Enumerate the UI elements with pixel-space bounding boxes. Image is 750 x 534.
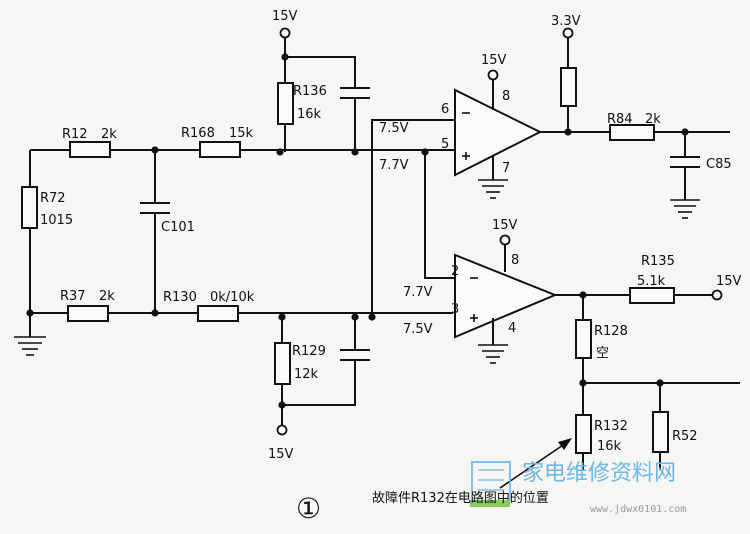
resistor-r12 — [69, 141, 111, 158]
supply-terminal — [711, 289, 723, 301]
wire-to-amp2-minus — [424, 150, 455, 279]
label-r136-value: 16k — [297, 107, 322, 122]
watermark-url: www.jdwx0101.com — [590, 504, 686, 515]
label-r37-value: 2k — [99, 289, 115, 304]
resistor-r136 — [277, 82, 294, 125]
label-r37-name: R37 — [60, 289, 86, 304]
wire-to-amp1-minus — [371, 119, 455, 317]
label-r168-name: R168 — [181, 126, 215, 141]
label-r168-value: 15k — [229, 126, 254, 141]
junction-dot — [276, 148, 284, 156]
label-r132-value: 16k — [597, 439, 622, 454]
left-rail — [29, 149, 70, 314]
annotation-text: 故障件R132在电路图中的位置 — [372, 490, 549, 506]
label-c101: C101 — [161, 220, 195, 235]
arrowhead — [558, 438, 572, 450]
ground-symbol-left — [14, 313, 46, 356]
label-r129-name: R129 — [292, 344, 326, 359]
junction-dot — [421, 148, 429, 156]
label-r84-value: 2k — [645, 112, 661, 127]
label-amp1-pin-vcc: 8 — [502, 89, 510, 104]
label-r72-name: R72 — [40, 191, 66, 206]
supply-terminal — [562, 27, 574, 39]
label-supply-amp1: 15V — [481, 53, 507, 68]
resistor-r72 — [21, 186, 38, 229]
label-amp2-pin-gnd: 4 — [508, 321, 516, 336]
label-amp1-pin-minus: 6 — [441, 102, 449, 117]
junction-dot — [151, 309, 159, 317]
label-r128-value: 空 — [596, 346, 609, 361]
ground-symbol-amp2 — [478, 344, 508, 364]
supply-terminal — [276, 424, 288, 436]
resistor-r130 — [197, 305, 239, 322]
label-amp2-pin-plus: 3 — [451, 302, 459, 317]
resistor-r37 — [67, 305, 109, 322]
label-r12-name: R12 — [62, 127, 88, 142]
label-c85: C85 — [706, 157, 732, 172]
ground-symbol-amp1 — [478, 179, 508, 199]
label-amp1-pin-gnd: 7 — [502, 161, 510, 176]
watermark-text: 家电维修资料网 — [522, 461, 676, 486]
label-r12-value: 2k — [101, 127, 117, 142]
label-supply-3v3: 3.3V — [551, 14, 581, 29]
resistor-r132 — [575, 414, 592, 454]
supply-terminal — [499, 234, 511, 246]
resistor-r129 — [274, 342, 291, 385]
label-supply-bottom: 15V — [268, 447, 294, 462]
resistor-r128 — [575, 319, 592, 359]
label-supply-top: 15V — [272, 9, 298, 24]
figure-number: ① — [296, 492, 321, 525]
label-r52: R52 — [672, 429, 698, 444]
supply-terminal — [279, 27, 291, 39]
label-voltage-amp2-plus: 7.5V — [403, 322, 433, 337]
label-amp2-pin-vcc: 8 — [511, 253, 519, 268]
label-r135-value: 5.1k — [637, 274, 666, 289]
label-r136-name: R136 — [293, 84, 327, 99]
label-r129-value: 12k — [294, 367, 319, 382]
label-amp1-pin-plus: 5 — [441, 137, 449, 152]
label-r130-value: 0k/10k — [210, 290, 255, 305]
label-voltage-amp2-minus: 7.7V — [403, 285, 433, 300]
label-r130-name: R130 — [163, 290, 197, 305]
supply-terminal — [487, 69, 499, 81]
label-r132-name: R132 — [594, 419, 628, 434]
op-amp-2 — [454, 253, 558, 339]
label-r135-name: R135 — [641, 254, 675, 269]
label-voltage-amp1-plus: 7.7V — [379, 158, 409, 173]
watermark-logo — [470, 461, 511, 507]
resistor-r168 — [199, 141, 241, 158]
op-amp-1 — [454, 88, 543, 177]
label-r84-name: R84 — [607, 112, 633, 127]
resistor-r135 — [629, 287, 675, 304]
resistor-r52 — [652, 411, 669, 453]
ground-symbol-c85 — [670, 199, 700, 219]
label-r72-value: 1015 — [40, 213, 73, 228]
label-amp2-pin-minus: 2 — [451, 264, 459, 279]
label-r128-name: R128 — [594, 324, 628, 339]
label-supply-out: 15V — [716, 274, 742, 289]
resistor-r84 — [609, 124, 655, 141]
label-supply-amp2: 15V — [492, 218, 518, 233]
label-voltage-amp1-minus: 7.5V — [379, 121, 409, 136]
resistor-pullup-3v3 — [560, 67, 577, 107]
